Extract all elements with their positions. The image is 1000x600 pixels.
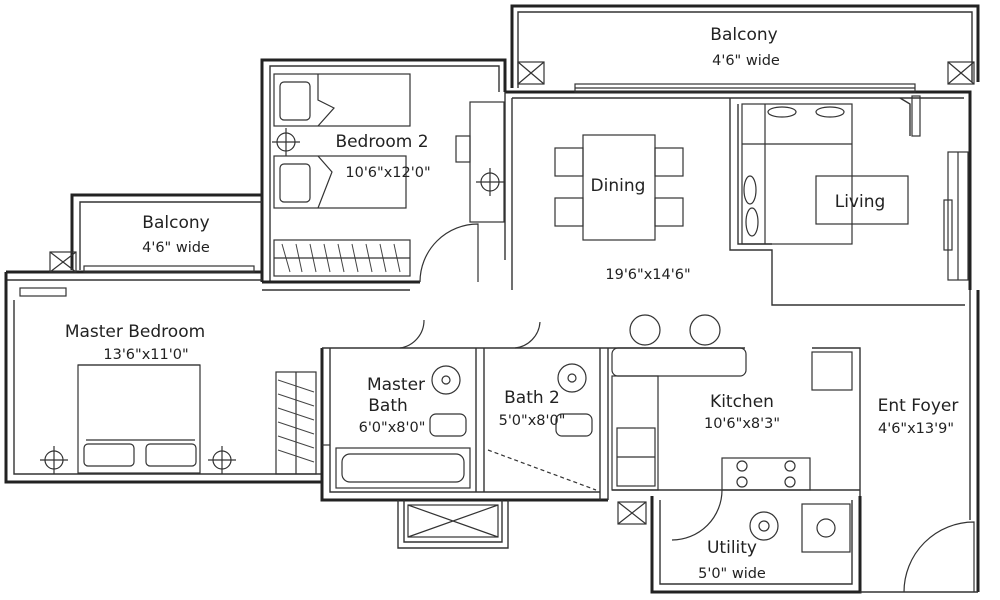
ent-foyer-name: Ent Foyer bbox=[878, 396, 959, 416]
shafts bbox=[49, 61, 975, 538]
ent-foyer-size: 4'6"x13'9" bbox=[878, 421, 954, 437]
master-bath-name-line1: Master bbox=[367, 375, 425, 395]
dining-name: Dining bbox=[591, 176, 646, 196]
kitchen-size: 10'6"x8'3" bbox=[704, 416, 780, 432]
bedroom2-name: Bedroom 2 bbox=[335, 132, 428, 152]
walls bbox=[4, 4, 980, 594]
living-size: 19'6"x14'6" bbox=[605, 267, 690, 283]
dining-table bbox=[554, 134, 684, 241]
utility-size: 5'0" wide bbox=[698, 566, 766, 582]
kitchen-fixtures bbox=[611, 314, 853, 553]
balcony-left-name: Balcony bbox=[142, 213, 209, 233]
living-furniture bbox=[729, 97, 965, 306]
kitchen-name: Kitchen bbox=[710, 392, 774, 412]
master-bath-size: 6'0"x8'0" bbox=[359, 420, 426, 436]
bath2-name: Bath 2 bbox=[504, 388, 560, 408]
balcony-top-size: 4'6" wide bbox=[712, 53, 780, 69]
bath-fixtures bbox=[335, 363, 597, 491]
master-bedroom-name: Master Bedroom bbox=[65, 322, 205, 342]
windows bbox=[19, 83, 969, 297]
master-bedroom-furniture bbox=[40, 364, 317, 475]
master-bedroom-size: 13'6"x11'0" bbox=[103, 347, 188, 363]
doors bbox=[322, 223, 975, 593]
master-bath-name-line2: Bath bbox=[368, 396, 408, 416]
bedroom2-size: 10'6"x12'0" bbox=[345, 165, 430, 181]
room-labels: Balcony 4'6" wide Bedroom 2 10'6"x12'0" … bbox=[65, 25, 959, 582]
bath2-size: 5'0"x8'0" bbox=[499, 413, 566, 429]
balcony-top-name: Balcony bbox=[710, 25, 777, 45]
living-name: Living bbox=[835, 192, 886, 212]
bedroom2-furniture bbox=[272, 73, 505, 277]
utility-name: Utility bbox=[707, 538, 757, 558]
balcony-left-size: 4'6" wide bbox=[142, 240, 210, 256]
